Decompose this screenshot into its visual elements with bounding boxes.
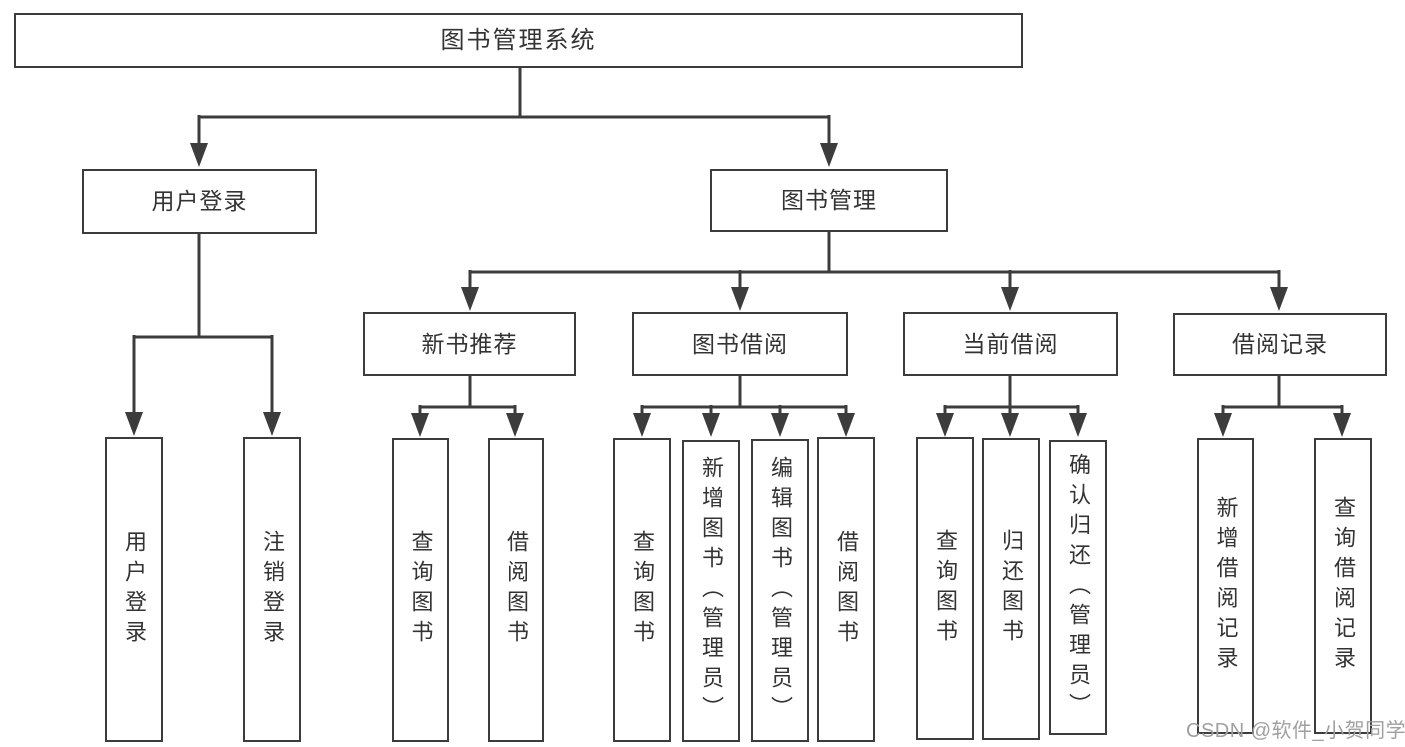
node-user-login: 用户登录 — [82, 169, 317, 234]
leaf-user-login: 用户登录 — [105, 437, 163, 742]
leaf-add-book-admin: 新增图书（管理员） — [682, 440, 740, 742]
leaf-confirm-return-admin: 确认归还（管理员） — [1049, 440, 1107, 735]
leaf-query-borrow-record: 查询借阅记录 — [1314, 438, 1372, 734]
leaf-logout: 注销登录 — [243, 437, 301, 742]
leaf-query-book-3: 查询图书 — [916, 437, 974, 740]
leaf-edit-book-admin: 编辑图书（管理员） — [751, 439, 809, 742]
leaf-add-borrow-record: 新增借阅记录 — [1197, 438, 1254, 734]
node-library-system: 图书管理系统 — [14, 13, 1023, 68]
leaf-return-book: 归还图书 — [982, 438, 1040, 740]
leaf-query-book-2: 查询图书 — [613, 438, 671, 742]
node-book-borrow: 图书借阅 — [632, 312, 848, 376]
node-new-book-recommend: 新书推荐 — [363, 312, 576, 376]
arrowheads — [125, 143, 1351, 437]
leaf-query-book-1: 查询图书 — [392, 438, 449, 742]
node-borrow-records: 借阅记录 — [1173, 313, 1387, 376]
leaf-borrow-book-2: 借阅图书 — [817, 437, 875, 742]
leaf-borrow-book-1: 借阅图书 — [488, 438, 544, 742]
node-book-management: 图书管理 — [710, 169, 948, 232]
node-current-borrow: 当前借阅 — [903, 312, 1118, 376]
csdn-watermark: CSDN @软件_小贺同学 — [1186, 720, 1405, 742]
